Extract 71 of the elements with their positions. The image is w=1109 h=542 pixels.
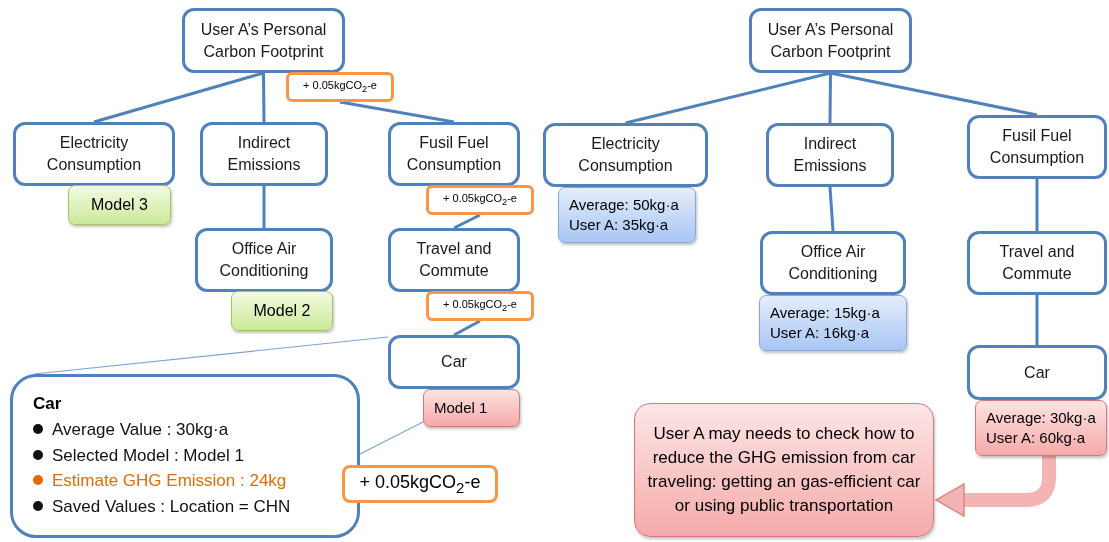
- node-label: Average: 15kg·a: [770, 302, 880, 323]
- emission-badge: [426, 291, 534, 321]
- node-label: Average: 30kg·a: [986, 407, 1096, 428]
- connector-line: [625, 71, 831, 125]
- node-label: Fusil Fuel Consumption: [988, 126, 1086, 168]
- value-box: [558, 187, 696, 243]
- connector-line: [1035, 179, 1039, 231]
- category-box: [388, 335, 520, 389]
- category-box: [13, 122, 175, 186]
- node-label: Fusil Fuel Consumption: [405, 133, 503, 175]
- node-label: Average: 50kg·a: [569, 194, 679, 215]
- node-label: Indirect Emissions: [226, 133, 302, 175]
- emission-badge: [426, 185, 534, 215]
- category-box: [766, 123, 894, 187]
- model-tag: [231, 291, 333, 331]
- node-label: + 0.05kgCO$_{2}$-e: [359, 471, 481, 498]
- emission-badge: [286, 72, 394, 102]
- node-label: Model 1: [434, 397, 488, 418]
- connector-line: [262, 186, 266, 228]
- connector-line: [828, 73, 832, 123]
- node-label: Model 2: [253, 301, 311, 322]
- node-label: Travel and Commute: [998, 242, 1076, 284]
- node-label: User A: 35kg·a: [569, 215, 669, 235]
- category-box: [195, 228, 333, 292]
- node-label: Electricity Consumption: [45, 133, 143, 175]
- bullet-item: Estimate GHG Emission : 24kg: [33, 468, 287, 494]
- connector-line: [262, 73, 266, 122]
- category-box: [967, 345, 1107, 400]
- node-label: + 0.05kgCO$_{2}$-e: [303, 78, 377, 96]
- node-label: Model 3: [91, 195, 148, 216]
- bullet-item: Average Value : 30kg·a: [33, 417, 229, 443]
- connector-line: [1035, 295, 1039, 345]
- bullet-item: Selected Model : Model 1: [33, 442, 244, 469]
- node-label: Indirect Emissions: [792, 134, 868, 176]
- node-label: + 0.05kgCO$_{2}$-e: [443, 297, 517, 315]
- panel-heading: Car: [33, 392, 62, 415]
- connector-line: [339, 100, 455, 124]
- category-box: [388, 228, 520, 292]
- detail-panel: [10, 374, 360, 538]
- value-box: [759, 295, 907, 351]
- category-box: [967, 231, 1107, 295]
- node-label: Car: [441, 352, 467, 373]
- category-box: [388, 122, 520, 186]
- node-label: User A: 60kg·a: [986, 428, 1086, 448]
- bullet-item: Saved Values : Location = CHN: [33, 493, 291, 520]
- category-box: [182, 8, 345, 73]
- category-box: [543, 123, 708, 187]
- node-label: + 0.05kgCO$_{2}$-e: [443, 191, 517, 209]
- advice-box: [634, 403, 934, 537]
- connector-line: [830, 71, 1038, 117]
- connector-line: [453, 319, 481, 337]
- emission-badge: [342, 465, 498, 503]
- connector-line: [453, 213, 481, 230]
- node-label: Office Air Conditioning: [218, 239, 310, 281]
- node-label: User A may needs to check how to reduce the GHG emission from car traveling: getting an gas-efficient car or using public transportation: [646, 423, 922, 517]
- node-label: Car: [1024, 362, 1050, 383]
- category-box: [200, 122, 328, 186]
- node-label: Electricity Consumption: [577, 134, 674, 176]
- node-label: User A’s Personal Carbon Footprint: [766, 19, 895, 62]
- model-tag: [68, 185, 171, 225]
- category-box: [967, 115, 1107, 179]
- value-box: [975, 400, 1107, 456]
- node-label: User A’s Personal Carbon Footprint: [199, 19, 328, 62]
- connector-line: [93, 71, 264, 124]
- model-tag: [423, 389, 520, 427]
- category-box: [749, 8, 912, 73]
- node-label: User A: 16kg·a: [770, 323, 870, 343]
- node-label: Travel and Commute: [415, 239, 493, 281]
- connector-line: [828, 186, 835, 232]
- category-box: [760, 231, 906, 295]
- node-label: Office Air Conditioning: [787, 242, 879, 284]
